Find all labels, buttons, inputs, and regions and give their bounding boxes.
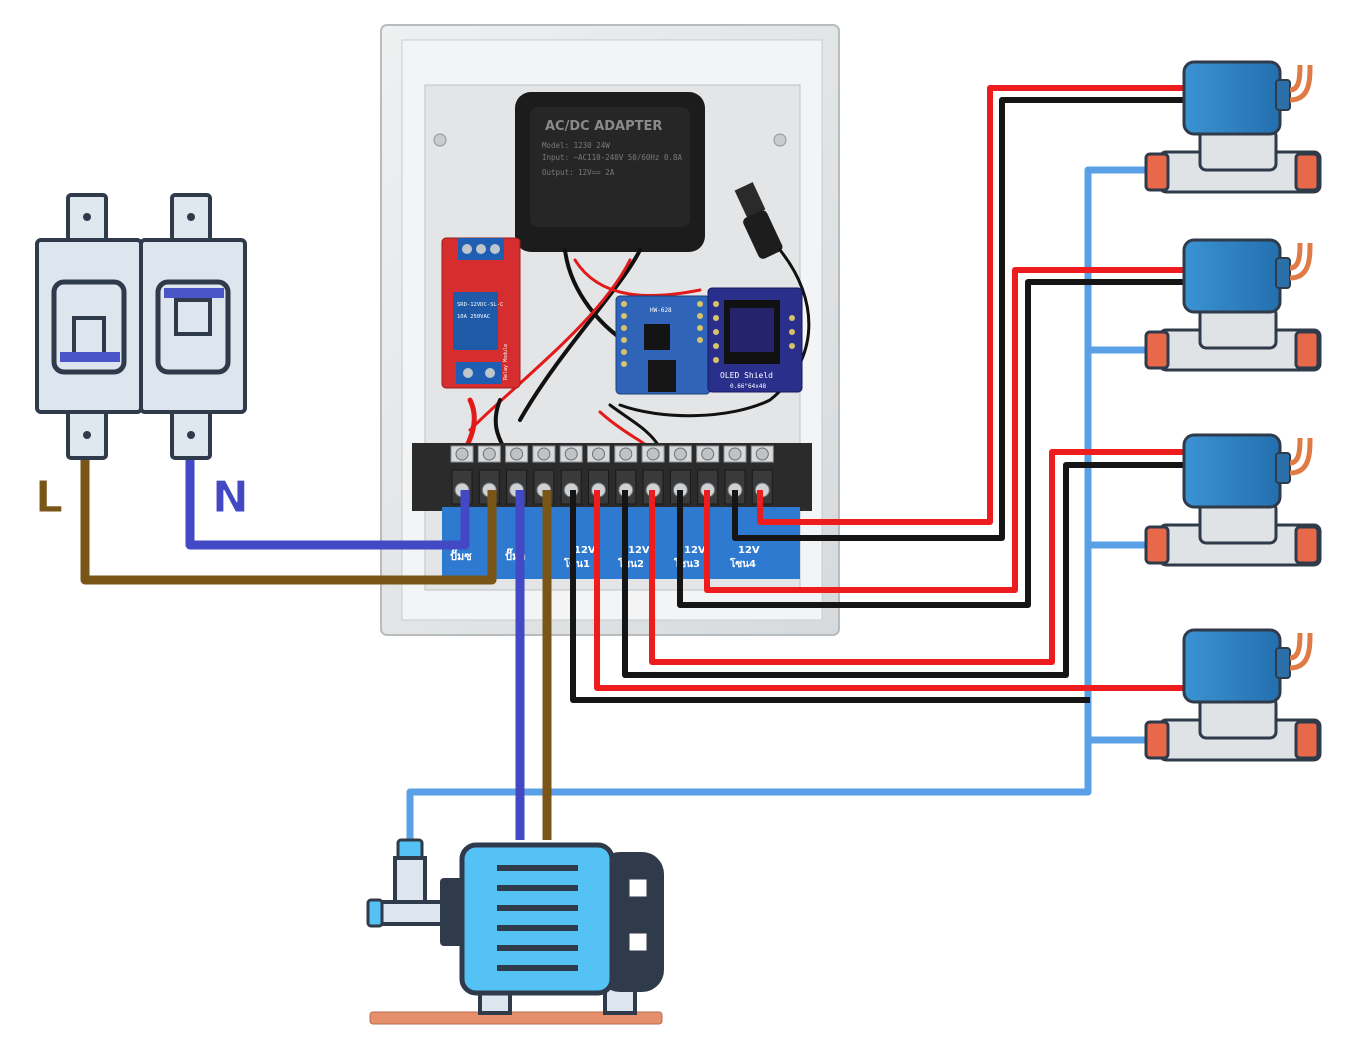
relay-module: SRD-12VDC-SL-C 10A 250VAC Relay Module (441, 237, 521, 389)
relay-input-block (456, 362, 502, 384)
solenoid-valve-icon (1144, 628, 1322, 762)
oled-shield: OLED Shield 0.66"64x48 (707, 287, 803, 393)
adapter-input: Input: ~AC110-240V 50/60Hz 0.8A (542, 153, 682, 162)
screw-icon (773, 133, 787, 147)
mcu-label: HW-628 (650, 307, 672, 314)
relay-label-3: Relay Module (503, 344, 509, 380)
solenoid-valves (1144, 60, 1322, 762)
dc-jack-icon (648, 360, 676, 392)
chip-icon (644, 324, 670, 350)
circuit-breaker-icon (35, 193, 247, 460)
water-pump-icon (366, 838, 664, 1025)
solenoid-valve-icon (1144, 238, 1322, 372)
terminal-label-strip (442, 507, 800, 579)
internal-wires (462, 248, 811, 453)
oled-spec: 0.66"64x48 (730, 383, 767, 390)
relay-coil (453, 292, 498, 350)
relay-label-1: SRD-12VDC-SL-C (457, 302, 503, 308)
adapter-model: Model: 1230 24W (542, 141, 610, 150)
terminal-label-pump-a: ปั๊มซ (450, 548, 472, 563)
solenoid-valve-icon (1144, 433, 1322, 567)
ac-dc-adapter: AC/DC ADAPTER Model: 1230 24W Input: ~AC… (515, 92, 705, 252)
mcu-board: HW-628 (615, 295, 711, 395)
screw-icon (433, 133, 447, 147)
dc-barrel-plug-icon (734, 182, 783, 259)
water-pipes (406, 166, 1150, 840)
adapter-output: Output: 12V== 2A (542, 168, 615, 177)
external-wires (80, 85, 1190, 840)
solenoid-valve-icon (1144, 60, 1322, 194)
oled-label: OLED Shield (720, 371, 773, 380)
adapter-title: AC/DC ADAPTER (545, 119, 662, 134)
relay-label-2: 10A 250VAC (457, 314, 490, 320)
live-label: L (35, 472, 63, 523)
neutral-label: N (212, 472, 249, 523)
